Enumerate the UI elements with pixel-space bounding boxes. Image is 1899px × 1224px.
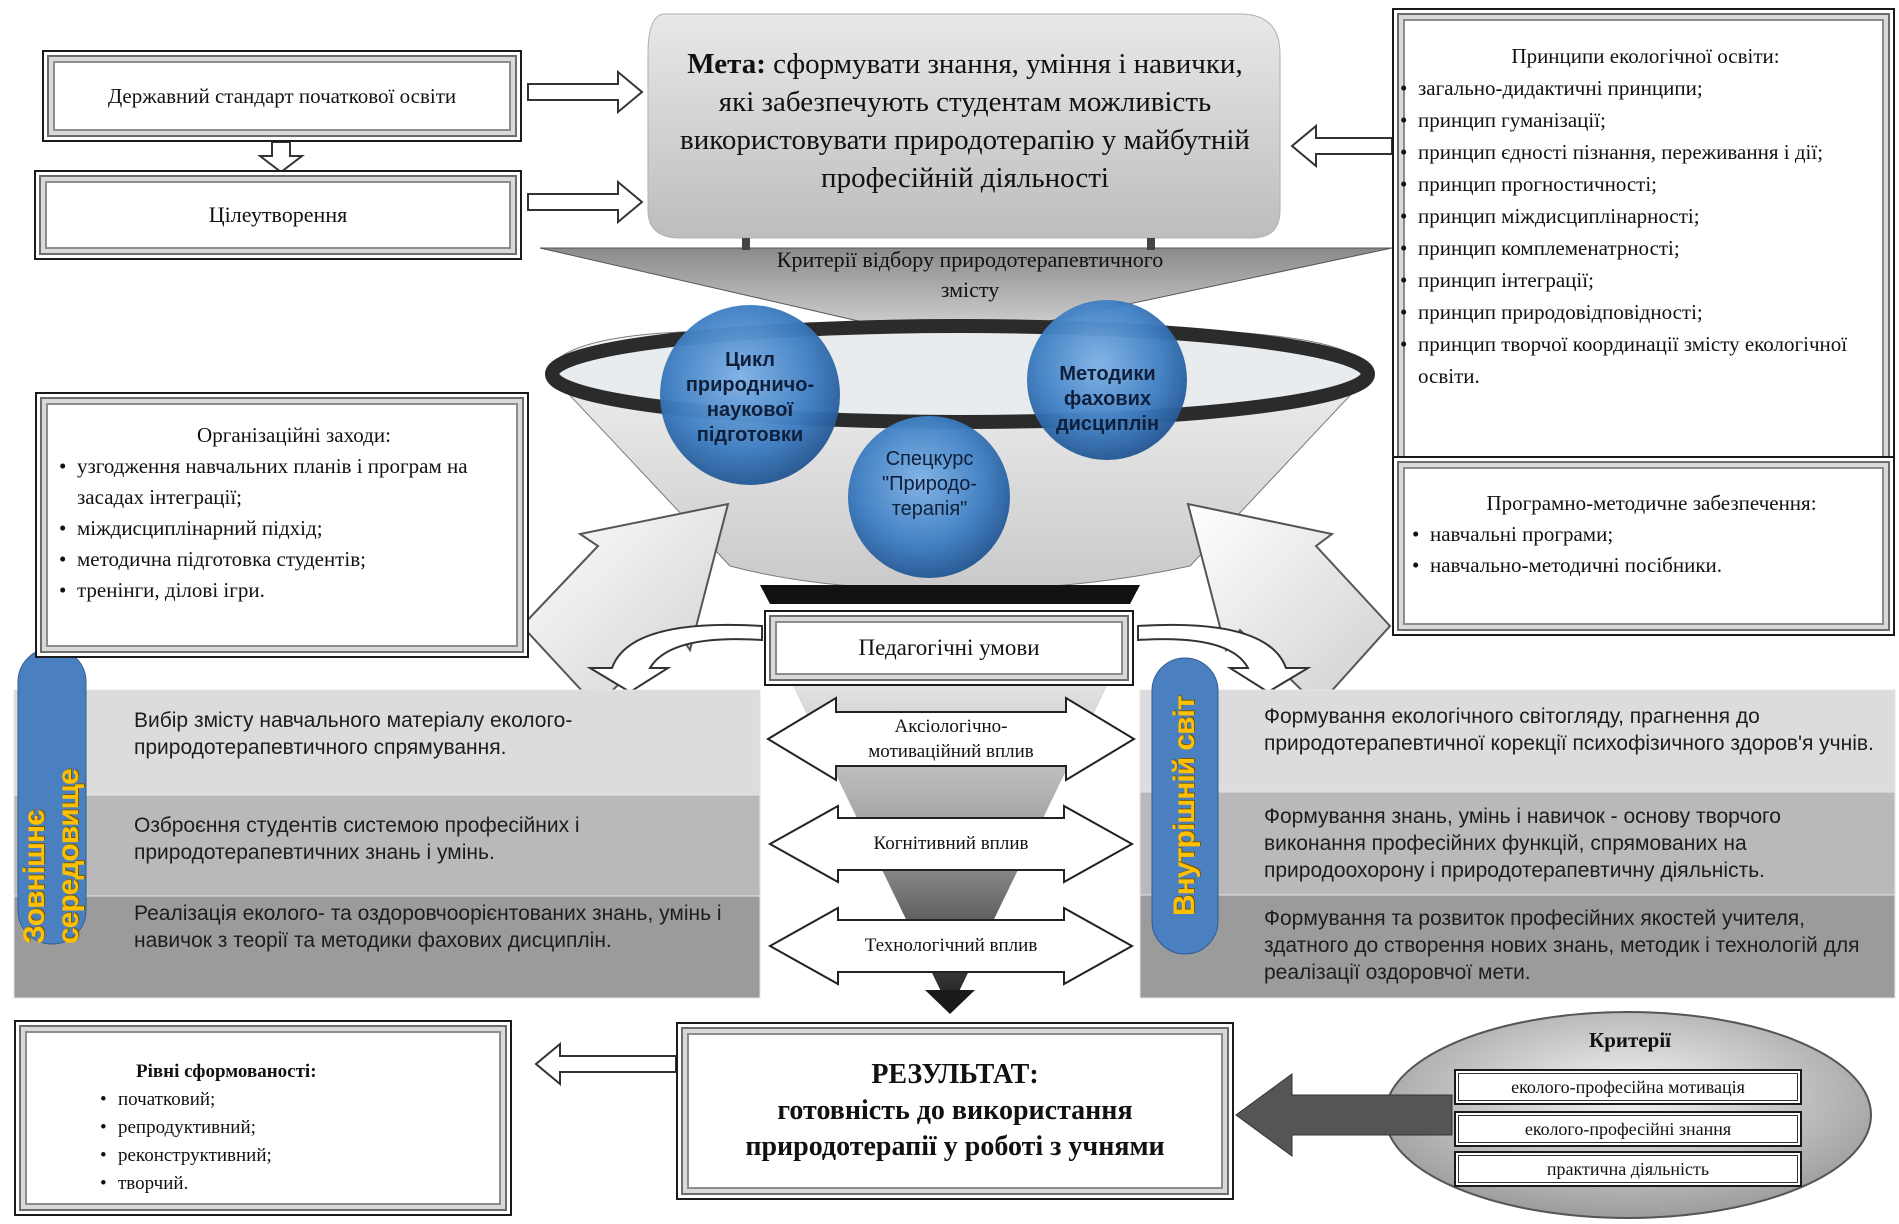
principle-item: принцип міждисциплінарності; — [1396, 200, 1881, 232]
org-measures-title: Організаційні заходи: — [197, 423, 391, 447]
program-support-list: навчальні програми; навчально-методичні … — [1408, 519, 1879, 581]
principle-item: принцип єдності пізнання, переживання і … — [1396, 136, 1881, 168]
principle-item: принцип творчої координації змісту еколо… — [1396, 328, 1881, 392]
goal-label: Мета: — [687, 48, 766, 80]
arrow-curve-left — [586, 623, 763, 694]
org-measure-item: узгодження навчальних планів і програм н… — [55, 451, 513, 513]
principles-title: Принципи екологічної освіти: — [1511, 44, 1780, 68]
influence-arrow-3 — [767, 906, 1135, 986]
arrow-goal-setting-to-goal — [527, 179, 644, 225]
org-measure-item: міждисциплінарний підхід; — [55, 513, 513, 544]
level-item: творчий. — [96, 1170, 496, 1198]
program-support-box: Програмно-методичне забезпечення: навчал… — [1392, 456, 1895, 636]
arrow-result-to-levels — [534, 1041, 677, 1087]
arrow-principles-to-goal — [1290, 123, 1393, 169]
principle-item: принцип природовідповідності; — [1396, 296, 1881, 328]
sphere-methods-label: Методики фахових дисциплін — [1055, 363, 1160, 435]
principle-item: принцип гуманізації; — [1396, 104, 1881, 136]
principle-item: загально-дидактичні принципи; — [1396, 72, 1881, 104]
criteria-triangle — [539, 247, 1393, 343]
influence-arrow-2 — [767, 804, 1135, 884]
org-measures-box: Організаційні заходи: узгодження навчаль… — [35, 392, 529, 658]
sphere-cycle-label: Цикл природничо-наукової підготовки — [685, 349, 815, 446]
criteria-item: практична діяльність — [1546, 1158, 1710, 1179]
external-label: Зовнішнє середовище — [18, 769, 85, 944]
internal-label: Внутрішній світ — [1168, 696, 1201, 916]
arrow-criteria-to-result — [1235, 1073, 1453, 1157]
influence-label: Аксіологічно-мотиваційний вплив — [868, 716, 1034, 762]
principle-item: принцип прогностичності; — [1396, 168, 1881, 200]
principles-box: Принципи екологічної освіти: загально-ди… — [1392, 8, 1895, 472]
result-title: РЕЗУЛЬТАТ: — [871, 1059, 1039, 1090]
result-text: готовність до використання природотерапі… — [745, 1095, 1165, 1162]
goal-setting-text: Цілеутворення — [208, 202, 348, 227]
band-left-3 — [13, 895, 761, 999]
arrow-curve-right — [1137, 623, 1312, 694]
level-item: початковий; — [96, 1086, 496, 1114]
ped-conditions-box: Педагогічні умови — [764, 610, 1134, 686]
goal-setting-box: Цілеутворення — [34, 170, 522, 260]
band-right-3 — [1139, 894, 1896, 999]
program-support-item: навчально-методичні посібники. — [1408, 550, 1879, 581]
internal-item: Формування екологічного світогляду, праг… — [1264, 705, 1874, 755]
goal-text: Мета: сформувати знання, уміння і навичк… — [680, 45, 1250, 227]
org-measure-item: методична підготовка студентів; — [55, 544, 513, 575]
principles-list: загально-дидактичні принципи; принцип гу… — [1396, 72, 1881, 392]
internal-item: Формування та розвиток професійних якост… — [1264, 907, 1860, 984]
state-standard-box: Державний стандарт початкової освіти — [42, 50, 522, 142]
criteria-item: еколого-професійна мотивація — [1511, 1076, 1745, 1097]
criteria-item-box: еколого-професійна мотивація — [1454, 1069, 1802, 1105]
org-measures-list: узгодження навчальних планів і програм н… — [55, 451, 513, 606]
criteria-selection-text: Критерії відбору природотерапевтичного з… — [776, 247, 1164, 302]
levels-title: Рівні сформованості: — [136, 1061, 317, 1082]
program-support-title: Програмно-методичне забезпечення: — [1486, 491, 1817, 515]
band-left-1 — [13, 689, 761, 796]
sphere-special — [848, 416, 1010, 578]
external-item: Реалізація еколого- та оздоровчоорієнтов… — [134, 902, 722, 952]
goal-box-shape — [647, 13, 1281, 239]
principle-item: принцип інтеграції; — [1396, 264, 1881, 296]
band-right-1 — [1139, 689, 1896, 793]
band-left-2 — [13, 794, 761, 897]
internal-item: Формування знань, умінь і навичок - осно… — [1264, 805, 1781, 882]
criteria-item-box: еколого-професійні знання — [1454, 1111, 1802, 1147]
level-item: реконструктивний; — [96, 1142, 496, 1170]
sphere-cycle — [660, 305, 840, 485]
criteria-title: Критерії — [1589, 1028, 1671, 1052]
ped-conditions-text: Педагогічні умови — [858, 635, 1040, 660]
levels-list: початковий; репродуктивний; реконструкти… — [96, 1086, 496, 1198]
external-item: Озброєння студентів системою професійних… — [134, 814, 580, 864]
arrow-down-standard — [257, 141, 305, 174]
band-right-2 — [1139, 791, 1896, 896]
influence-arrow-1 — [766, 696, 1136, 782]
arrow-standard-to-goal — [527, 69, 644, 115]
state-standard-text: Державний стандарт початкової освіти — [107, 83, 457, 108]
sphere-special-label: Спецкурс "Природо-терапія" — [881, 448, 978, 520]
internal-label-capsule — [1151, 657, 1219, 955]
external-item: Вибір змісту навчального матеріалу еколо… — [134, 709, 573, 759]
criteria-item-box: практична діяльність — [1454, 1151, 1802, 1187]
program-support-item: навчальні програми; — [1408, 519, 1879, 550]
influence-label: Когнітивний вплив — [873, 833, 1029, 854]
levels-box: Рівні сформованості: початковий; репроду… — [14, 1020, 512, 1216]
org-measure-item: тренінги, ділові ігри. — [55, 575, 513, 606]
influence-label: Технологічний вплив — [864, 935, 1038, 956]
result-box: РЕЗУЛЬТАТ: готовність до використання пр… — [676, 1022, 1234, 1200]
funnel-neck — [760, 585, 1140, 604]
goal-description: сформувати знання, уміння і навички, які… — [680, 48, 1250, 194]
criteria-item: еколого-професійні знання — [1524, 1118, 1732, 1139]
principle-item: принцип комплеменатрності; — [1396, 232, 1881, 264]
sphere-methods — [1027, 300, 1187, 460]
level-item: репродуктивний; — [96, 1114, 496, 1142]
